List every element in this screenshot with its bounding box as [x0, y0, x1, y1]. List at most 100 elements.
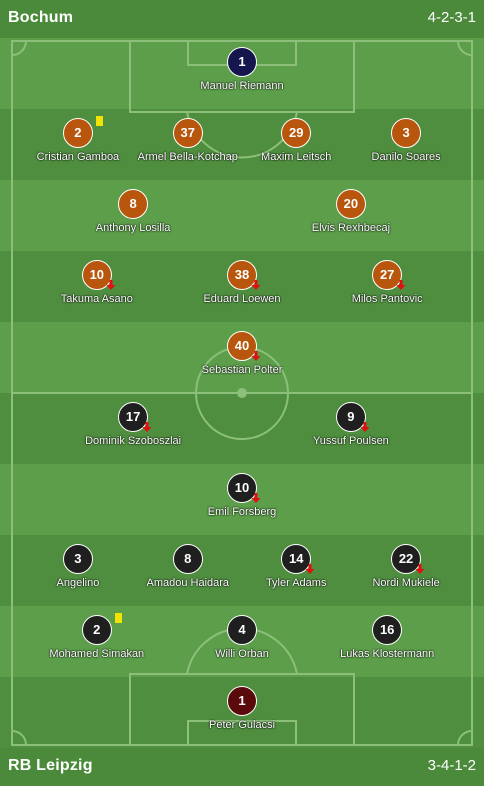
home-team-header: Bochum 4-2-3-1	[0, 0, 484, 38]
shirt-number-badge: 3	[62, 544, 93, 574]
shirt-number: 3	[402, 125, 410, 140]
player-name: Tyler Adams	[265, 577, 327, 589]
yellow-card-icon	[114, 613, 122, 623]
away-team-name: RB Leipzig	[8, 757, 93, 774]
shirt-number: 4	[238, 622, 246, 637]
away-team-header: RB Leipzig 3-4-1-2	[0, 748, 484, 786]
yellow-card-icon	[95, 116, 103, 126]
shirt-number-badge: 4	[227, 615, 257, 645]
shirt-number: 16	[379, 622, 395, 637]
shirt-number-badge: 16	[372, 615, 403, 645]
sub-off-arrow-icon	[251, 280, 261, 290]
shirt-number: 40	[234, 338, 250, 353]
sub-off-arrow-icon	[106, 280, 116, 290]
shirt-number: 14	[288, 551, 304, 566]
shirt-number-badge: 1	[227, 47, 257, 77]
player-name: Takuma Asano	[60, 293, 133, 305]
shirt-number: 20	[343, 196, 359, 211]
shirt-number: 38	[234, 267, 250, 282]
shirt-number-badge: 17	[118, 402, 152, 432]
shirt-number-badge: 10	[227, 473, 261, 503]
player-name: Nordi Mukiele	[372, 577, 440, 589]
player-name: Mohamed Simakan	[49, 648, 145, 660]
player-name: Sebastian Polter	[201, 364, 283, 376]
shirt-number-badge: 9	[335, 402, 370, 432]
player-name: Cristian Gamboa	[36, 151, 120, 163]
player-name: Amadou Haidara	[146, 577, 230, 589]
player-name: Dominik Szoboszlai	[85, 435, 182, 447]
shirt-number-badge: 14	[281, 544, 315, 574]
sub-off-arrow-icon	[305, 564, 315, 574]
player-name: Willi Orban	[215, 648, 269, 660]
bottom-goal-box	[187, 720, 297, 746]
player-name: Milos Pantovic	[351, 293, 423, 305]
shirt-number: 3	[74, 551, 82, 566]
shirt-number-badge: 8	[118, 189, 149, 219]
player-name: Anthony Losilla	[95, 222, 171, 234]
shirt-number-badge: 10	[81, 260, 116, 290]
player-name: Angelino	[56, 577, 100, 589]
home-formation: 4-2-3-1	[427, 9, 476, 26]
shirt-number: 37	[180, 125, 196, 140]
shirt-number-badge: 1	[227, 686, 257, 716]
sub-off-arrow-icon	[415, 564, 425, 574]
player-name: Lukas Klostermann	[340, 648, 435, 660]
player-name: Peter Gulacsi	[208, 719, 276, 731]
pitch-stripe	[0, 393, 484, 464]
sub-off-arrow-icon	[251, 493, 261, 503]
home-team-name: Bochum	[8, 9, 74, 26]
shirt-number-badge: 20	[335, 189, 366, 219]
shirt-number: 8	[184, 551, 192, 566]
corner-arc-br	[457, 730, 473, 746]
shirt-number: 2	[74, 125, 82, 140]
corner-arc-bl	[11, 730, 27, 746]
shirt-number: 1	[238, 54, 246, 69]
corner-arc-tr	[457, 40, 473, 56]
corner-arc-tl	[11, 40, 27, 56]
player-name: Eduard Loewen	[203, 293, 281, 305]
shirt-number-badge: 29	[281, 118, 312, 148]
shirt-number-badge: 8	[172, 544, 203, 574]
pitch-stripe	[0, 180, 484, 251]
player-name: Armel Bella-Kotchap	[137, 151, 238, 163]
shirt-number: 8	[129, 196, 137, 211]
shirt-number-badge: 2	[62, 116, 103, 148]
player-name: Manuel Riemann	[200, 80, 284, 92]
shirt-number: 10	[234, 480, 250, 495]
shirt-number-badge: 40	[227, 331, 261, 361]
player-name: Maxim Leitsch	[261, 151, 332, 163]
shirt-number-badge: 37	[172, 118, 203, 148]
shirt-number: 2	[93, 622, 101, 637]
shirt-number: 10	[89, 267, 105, 282]
shirt-number: 22	[398, 551, 414, 566]
shirt-number: 29	[288, 125, 304, 140]
sub-off-arrow-icon	[142, 422, 152, 432]
away-formation: 3-4-1-2	[427, 757, 476, 774]
shirt-number-badge: 2	[81, 613, 122, 645]
pitch-markings	[11, 40, 473, 746]
sub-off-arrow-icon	[360, 422, 370, 432]
